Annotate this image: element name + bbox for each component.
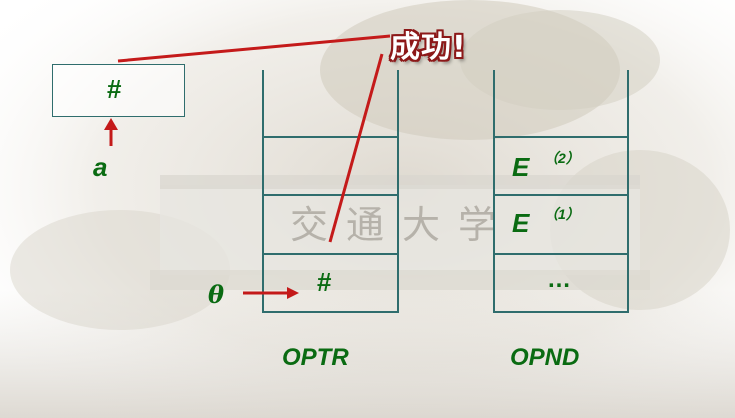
opnd-cell-e1: E	[512, 208, 530, 238]
opnd-cell-e1-superscript: （1）	[544, 206, 580, 222]
optr-cell-bottom-hash: #	[317, 267, 332, 297]
success-banner: 成功!	[390, 30, 467, 65]
opnd-cell	[493, 194, 629, 196]
theta-label: θ	[208, 280, 225, 309]
opnd-stack-left-wall	[493, 70, 495, 312]
opnd-stack-bottom	[493, 311, 629, 313]
opnd-cell-ellipsis: …	[547, 266, 571, 293]
opnd-label: OPND	[510, 344, 580, 371]
pointer-label-a: a	[93, 152, 108, 182]
opnd-cell-e2: E	[512, 152, 530, 182]
optr-cell	[262, 253, 399, 255]
opnd-stack-right-wall	[627, 70, 629, 312]
optr-stack-right-wall	[397, 70, 399, 312]
opnd-cell-e2-superscript: （2）	[544, 150, 580, 166]
optr-label: OPTR	[282, 344, 349, 371]
arrow-right-icon	[287, 287, 299, 299]
optr-cell	[262, 194, 399, 196]
optr-stack-left-wall	[262, 70, 264, 312]
opnd-cell	[493, 253, 629, 255]
optr-stack-bottom	[262, 311, 399, 313]
callout-line-to-optr	[328, 53, 384, 243]
callout-line-to-input	[117, 34, 391, 63]
watermark-text: 交通大学	[290, 203, 514, 247]
input-cell-hash: #	[107, 74, 122, 104]
opnd-cell	[493, 136, 629, 138]
input-cell-box	[52, 64, 185, 117]
arrow-up-icon	[104, 118, 118, 130]
optr-cell	[262, 136, 399, 138]
